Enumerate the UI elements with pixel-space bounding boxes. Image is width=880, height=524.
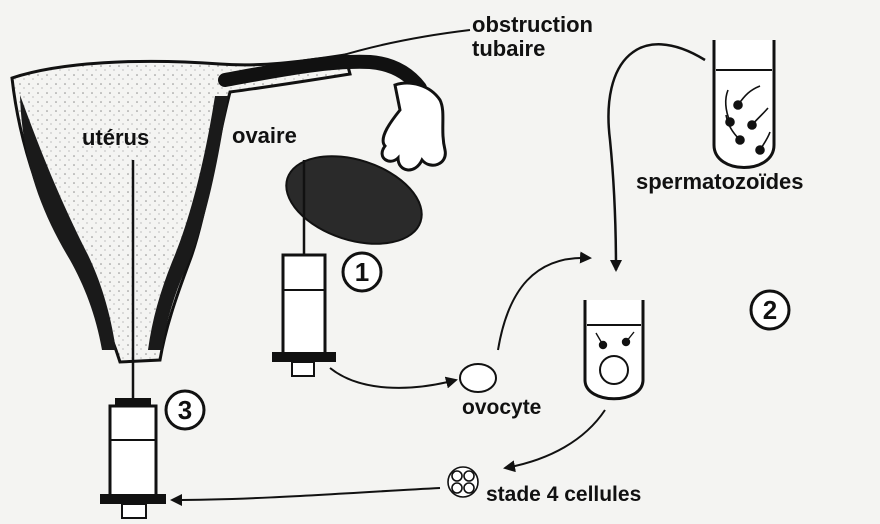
ovaire-label: ovaire <box>232 125 297 147</box>
ovocyte-label: ovocyte <box>462 397 541 418</box>
tubaire-label: tubaire <box>472 38 545 60</box>
uterus-label: utérus <box>82 127 149 149</box>
step-2-number: 2 <box>758 297 782 323</box>
step-3-number: 3 <box>173 397 197 423</box>
sperm-tube <box>714 40 774 168</box>
arrow-syringe-to-ovocyte <box>330 368 456 388</box>
embryo-4-cells <box>448 467 478 497</box>
stade-label: stade 4 cellules <box>486 484 641 505</box>
fimbriae <box>382 83 445 170</box>
arrow-embryo-to-syringe <box>172 488 440 500</box>
arrow-sperm-to-culture <box>608 44 705 270</box>
syringe-3-barrel <box>110 406 156 496</box>
step-1-number: 1 <box>350 259 374 285</box>
arrow-ovocyte-to-tube <box>498 258 590 350</box>
ovocyte <box>460 364 496 392</box>
egg-in-tube <box>600 356 628 384</box>
obstruction-pointer <box>340 30 470 56</box>
syringe-1-barrel <box>283 255 325 355</box>
syringe-3-plunger <box>100 494 166 504</box>
spermatozoides-label: spermatozoïdes <box>636 171 804 193</box>
syringe-1-plunger <box>272 352 336 362</box>
obstruction-label: obstruction <box>472 14 593 36</box>
